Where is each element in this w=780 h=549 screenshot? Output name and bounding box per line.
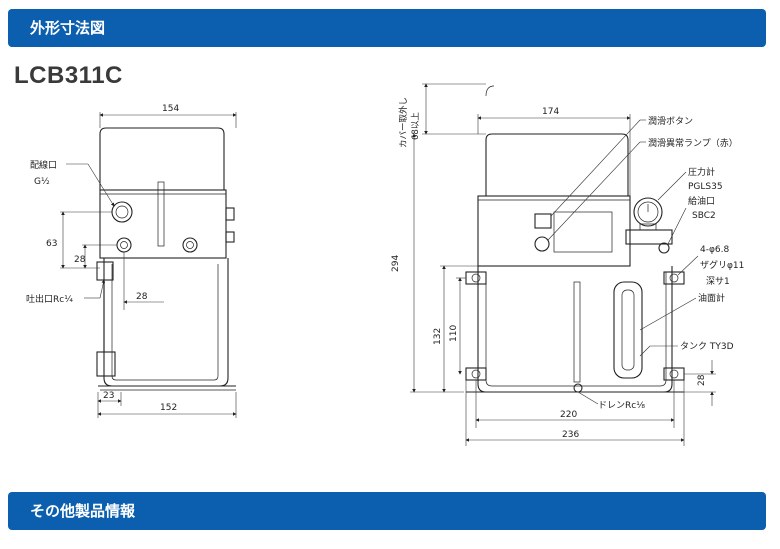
dim-left-width-top: 154 (162, 104, 179, 114)
label-lube-lamp: 潤滑異常ランプ（赤） (648, 137, 738, 149)
dim-left-63: 63 (46, 239, 57, 249)
dim-right-220: 220 (560, 410, 577, 420)
label-cover-clearance-a: カバー取外し (398, 97, 409, 148)
dim-right-236: 236 (562, 430, 579, 440)
section-title-other-info: その他製品情報 (30, 502, 136, 520)
dim-left-width-bottom: 152 (160, 403, 177, 413)
dim-right-110: 110 (449, 325, 459, 342)
dim-left-28-horiz: 28 (136, 292, 148, 302)
dim-right-132: 132 (433, 328, 443, 345)
label-holes: 4-φ6.8 (700, 245, 729, 255)
label-counterbore: ザグリφ11 (700, 259, 744, 271)
label-pressure-gauge-model: PGLS35 (688, 182, 723, 192)
dim-right-height-294: 294 (391, 255, 401, 272)
label-drain: ドレンRc⅛ (598, 401, 645, 411)
label-wiring-port: 配線口 (30, 159, 57, 171)
label-outlet: 吐出口Rc¼ (26, 293, 73, 305)
left-view: 154 152 23 63 28 28 配線口 G½ 吐出口Rc¼ (26, 104, 237, 418)
label-wiring-port-size: G½ (34, 177, 50, 187)
label-fill-port-model: SBC2 (692, 211, 716, 221)
label-tank: タンク TY3D (680, 341, 734, 352)
label-lube-button: 潤滑ボタン (648, 116, 693, 127)
section-header-other-info: その他製品情報 (8, 492, 766, 530)
label-fill-port: 給油口 (688, 195, 715, 207)
label-cover-clearance-b: 68以上 (411, 112, 421, 140)
label-pressure-gauge: 圧力計 (688, 166, 715, 178)
label-counterbore-depth: 深サ1 (706, 276, 730, 287)
label-oil-gauge: 油面計 (698, 292, 725, 304)
dim-left-23: 23 (103, 391, 114, 401)
dim-right-width-174: 174 (542, 107, 559, 117)
section-title-outline: 外形寸法図 (30, 19, 106, 37)
dim-left-28-vert: 28 (74, 255, 86, 265)
model-name: LCB311C (14, 62, 123, 89)
section-header-outline: 外形寸法図 (8, 9, 766, 47)
dim-right-28: 28 (697, 374, 707, 386)
right-view: カバー取外し 68以上 174 294 132 110 28 220 (391, 83, 744, 446)
